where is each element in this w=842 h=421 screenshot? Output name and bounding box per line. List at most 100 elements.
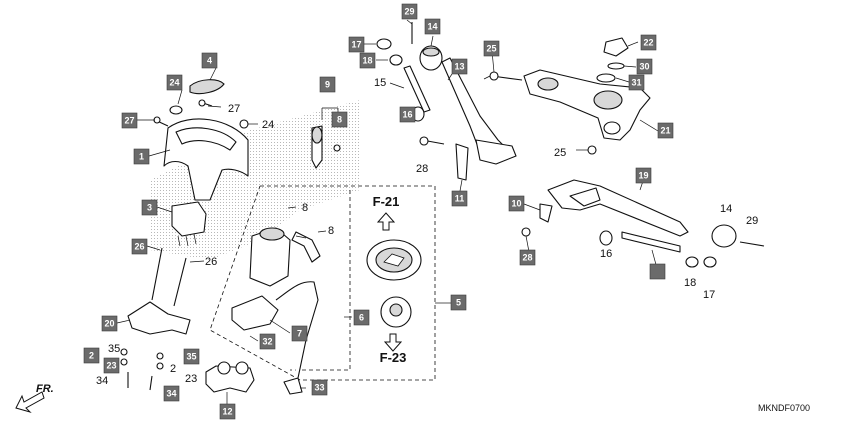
svg-text:29: 29 bbox=[404, 7, 414, 17]
ref-top-arrow bbox=[376, 212, 396, 231]
svg-text:24: 24 bbox=[169, 78, 179, 88]
callout-18-top: 18 bbox=[359, 52, 376, 69]
callout-31: 31 bbox=[628, 74, 645, 91]
callout-25-top: 25 bbox=[483, 40, 500, 57]
callout-23: 23 bbox=[103, 357, 120, 374]
label-25-lower: 25 bbox=[554, 147, 566, 159]
svg-text:13: 13 bbox=[454, 62, 464, 72]
callout-8-top: 8 bbox=[331, 111, 348, 128]
switch-base bbox=[171, 201, 207, 237]
nut-22 bbox=[603, 37, 629, 57]
svg-text:33: 33 bbox=[314, 383, 324, 393]
front-label: FR. bbox=[36, 383, 54, 395]
seat-lock bbox=[231, 295, 279, 331]
svg-text:28: 28 bbox=[522, 253, 532, 263]
label-17-right: 17 bbox=[703, 289, 715, 301]
label-26: 26 bbox=[205, 256, 217, 268]
label-2: 2 bbox=[170, 363, 176, 375]
svg-text:20: 20 bbox=[104, 319, 114, 329]
label-28: 28 bbox=[416, 163, 428, 175]
callout-5: 5 bbox=[450, 294, 467, 311]
svg-text:16: 16 bbox=[402, 110, 412, 120]
svg-text:7: 7 bbox=[297, 329, 302, 339]
callout-21: 21 bbox=[657, 122, 674, 139]
svg-text:30: 30 bbox=[639, 62, 649, 72]
long-bolt-a bbox=[151, 247, 163, 301]
callout-20: 20 bbox=[101, 315, 118, 332]
washer-31 bbox=[596, 73, 616, 83]
svg-text:18: 18 bbox=[362, 56, 372, 66]
callout-28-right: 28 bbox=[519, 249, 536, 266]
callout-29-top: 29 bbox=[401, 3, 418, 20]
callout-22: 22 bbox=[640, 34, 657, 51]
collar-16-right bbox=[599, 230, 613, 246]
leader-lines bbox=[116, 19, 659, 404]
svg-text:31: 31 bbox=[631, 78, 641, 88]
svg-text:10: 10 bbox=[511, 199, 521, 209]
label-16-right: 16 bbox=[600, 248, 612, 260]
callout-17-top: 17 bbox=[348, 36, 365, 53]
label-34: 34 bbox=[96, 375, 108, 387]
svg-text:27: 27 bbox=[124, 116, 134, 126]
svg-text:32: 32 bbox=[262, 337, 272, 347]
ignition-inner-outline bbox=[290, 190, 351, 371]
label-27-upper: 27 bbox=[228, 103, 240, 115]
svg-text:6: 6 bbox=[359, 313, 364, 323]
callout-34: 34 bbox=[163, 385, 180, 402]
callout-11: 11 bbox=[451, 190, 468, 207]
bolt-28-lower bbox=[521, 227, 531, 237]
bracket bbox=[127, 301, 191, 335]
callout-2: 2 bbox=[83, 347, 100, 364]
svg-text:1: 1 bbox=[139, 152, 144, 162]
bolt-29-right bbox=[739, 241, 765, 247]
svg-text:35: 35 bbox=[186, 352, 196, 362]
callout-26: 26 bbox=[131, 238, 148, 255]
callout-33: 33 bbox=[311, 379, 328, 396]
bracket-10 bbox=[539, 203, 553, 223]
diagram-code: MKNDF0700 bbox=[758, 403, 810, 413]
callout-27-left: 27 bbox=[121, 112, 138, 129]
grommet bbox=[169, 105, 183, 115]
callout-6: 6 bbox=[353, 309, 370, 326]
bracket-11 bbox=[455, 143, 469, 181]
key-set-outline bbox=[209, 185, 436, 381]
svg-text:5: 5 bbox=[456, 298, 461, 308]
ref-top-label: F-21 bbox=[373, 194, 400, 209]
svg-text:8: 8 bbox=[337, 115, 342, 125]
svg-text:4: 4 bbox=[207, 56, 212, 66]
svg-text:14: 14 bbox=[427, 22, 437, 32]
label-35: 35 bbox=[108, 343, 120, 355]
svg-text:19: 19 bbox=[638, 171, 648, 181]
nut-17-right bbox=[703, 256, 717, 268]
callout-13: 13 bbox=[451, 58, 468, 75]
callout-4: 4 bbox=[201, 52, 218, 69]
callout-19: 19 bbox=[635, 167, 652, 184]
label-24-right: 24 bbox=[262, 119, 274, 131]
callout-1: 1 bbox=[133, 148, 150, 165]
washer-30 bbox=[607, 62, 625, 70]
ref-bottom-label: F-23 bbox=[380, 350, 407, 365]
clip bbox=[283, 377, 303, 395]
svg-text:22: 22 bbox=[643, 38, 653, 48]
key bbox=[291, 231, 321, 263]
svg-text:9: 9 bbox=[325, 80, 330, 90]
svg-text:23: 23 bbox=[106, 361, 116, 371]
nut-18 bbox=[389, 54, 403, 66]
nut-17 bbox=[376, 38, 392, 50]
bolt-25-lower bbox=[587, 145, 597, 155]
nut-18-right bbox=[685, 256, 699, 268]
callout-24-top: 24 bbox=[166, 74, 183, 91]
callout-35: 35 bbox=[183, 348, 200, 365]
callouts: 1 4 24 27 9 8 3 26 20 2 23 35 34 12 7 32… bbox=[83, 3, 674, 420]
shaft-15-right bbox=[621, 231, 681, 253]
plain-labels: 27 24 8 8 26 35 2 23 34 15 28 25 14 29 1… bbox=[96, 77, 758, 387]
callout-10: 10 bbox=[508, 195, 525, 212]
callout-30: 30 bbox=[636, 58, 653, 75]
label-29-right: 29 bbox=[746, 215, 758, 227]
callout-7: 7 bbox=[291, 325, 308, 342]
front-arrow bbox=[15, 391, 45, 414]
svg-text:26: 26 bbox=[134, 242, 144, 252]
svg-text:3: 3 bbox=[147, 203, 152, 213]
callout-15-right bbox=[649, 263, 666, 280]
